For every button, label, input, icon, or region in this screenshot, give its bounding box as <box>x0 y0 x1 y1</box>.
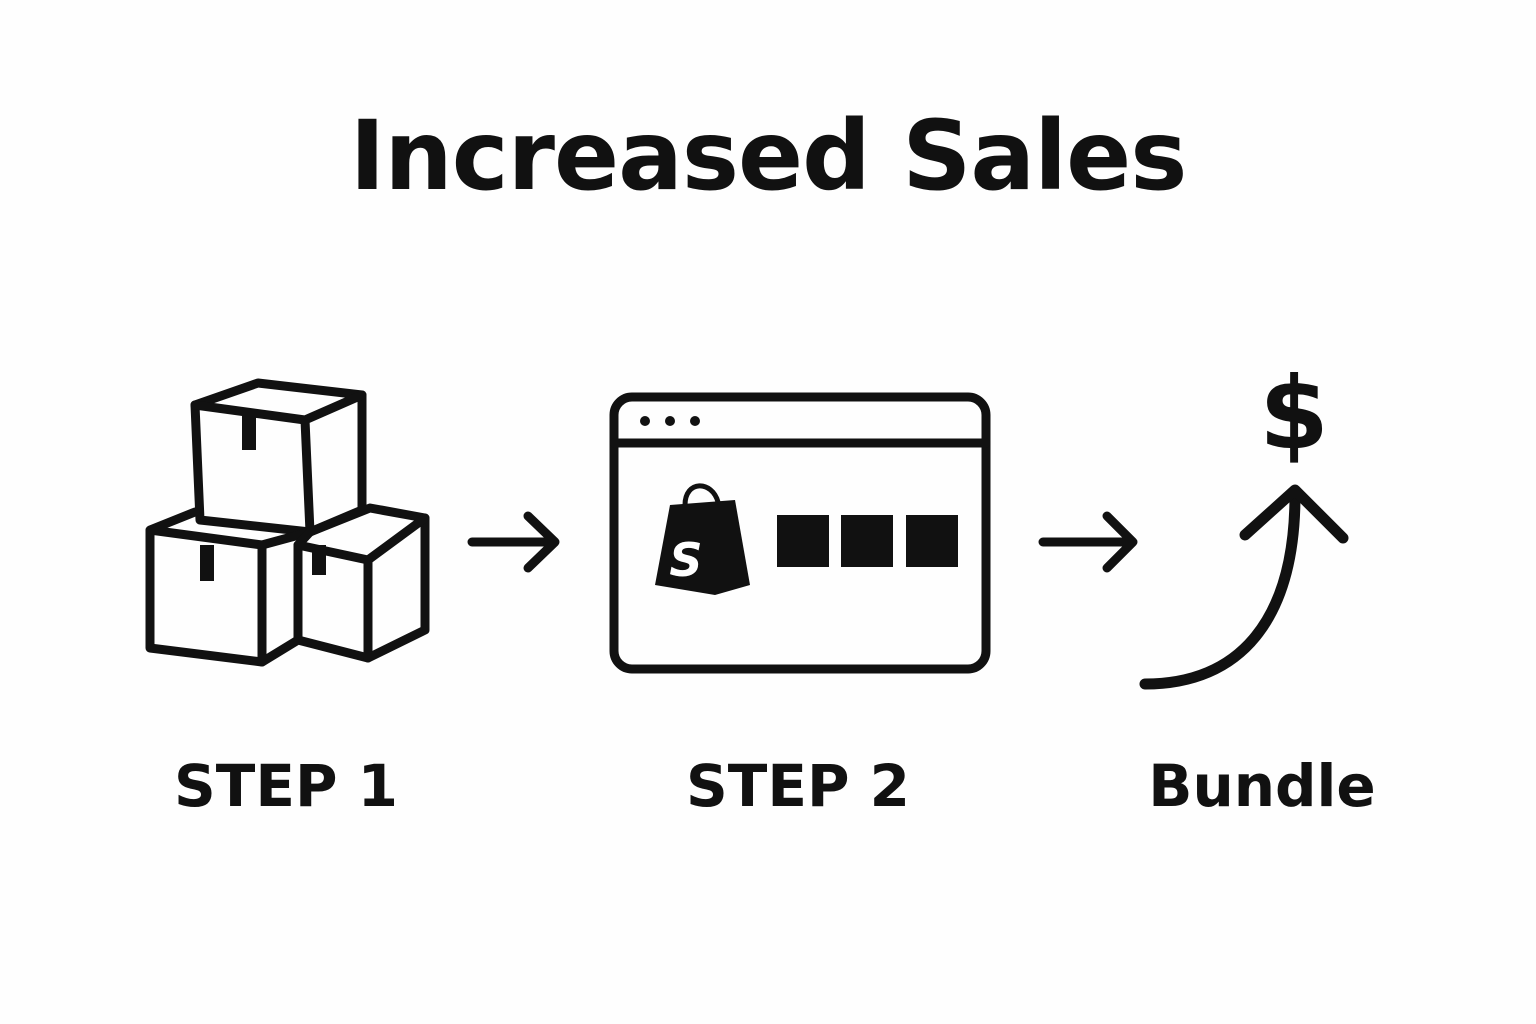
bundle-label: Bundle <box>1148 752 1376 820</box>
arrow-icon <box>467 511 560 573</box>
dollar-icon: $ <box>1259 355 1329 472</box>
store-logo-letter: S <box>669 533 702 587</box>
boxes-icon <box>145 378 430 667</box>
growth-arrow-icon <box>1139 484 1349 690</box>
step-1-label: STEP 1 <box>173 752 398 820</box>
page-title: Increased Sales <box>349 100 1188 212</box>
step-2-label: STEP 2 <box>685 752 910 820</box>
browser-store-icon <box>609 392 991 674</box>
arrow-icon <box>1038 511 1138 573</box>
